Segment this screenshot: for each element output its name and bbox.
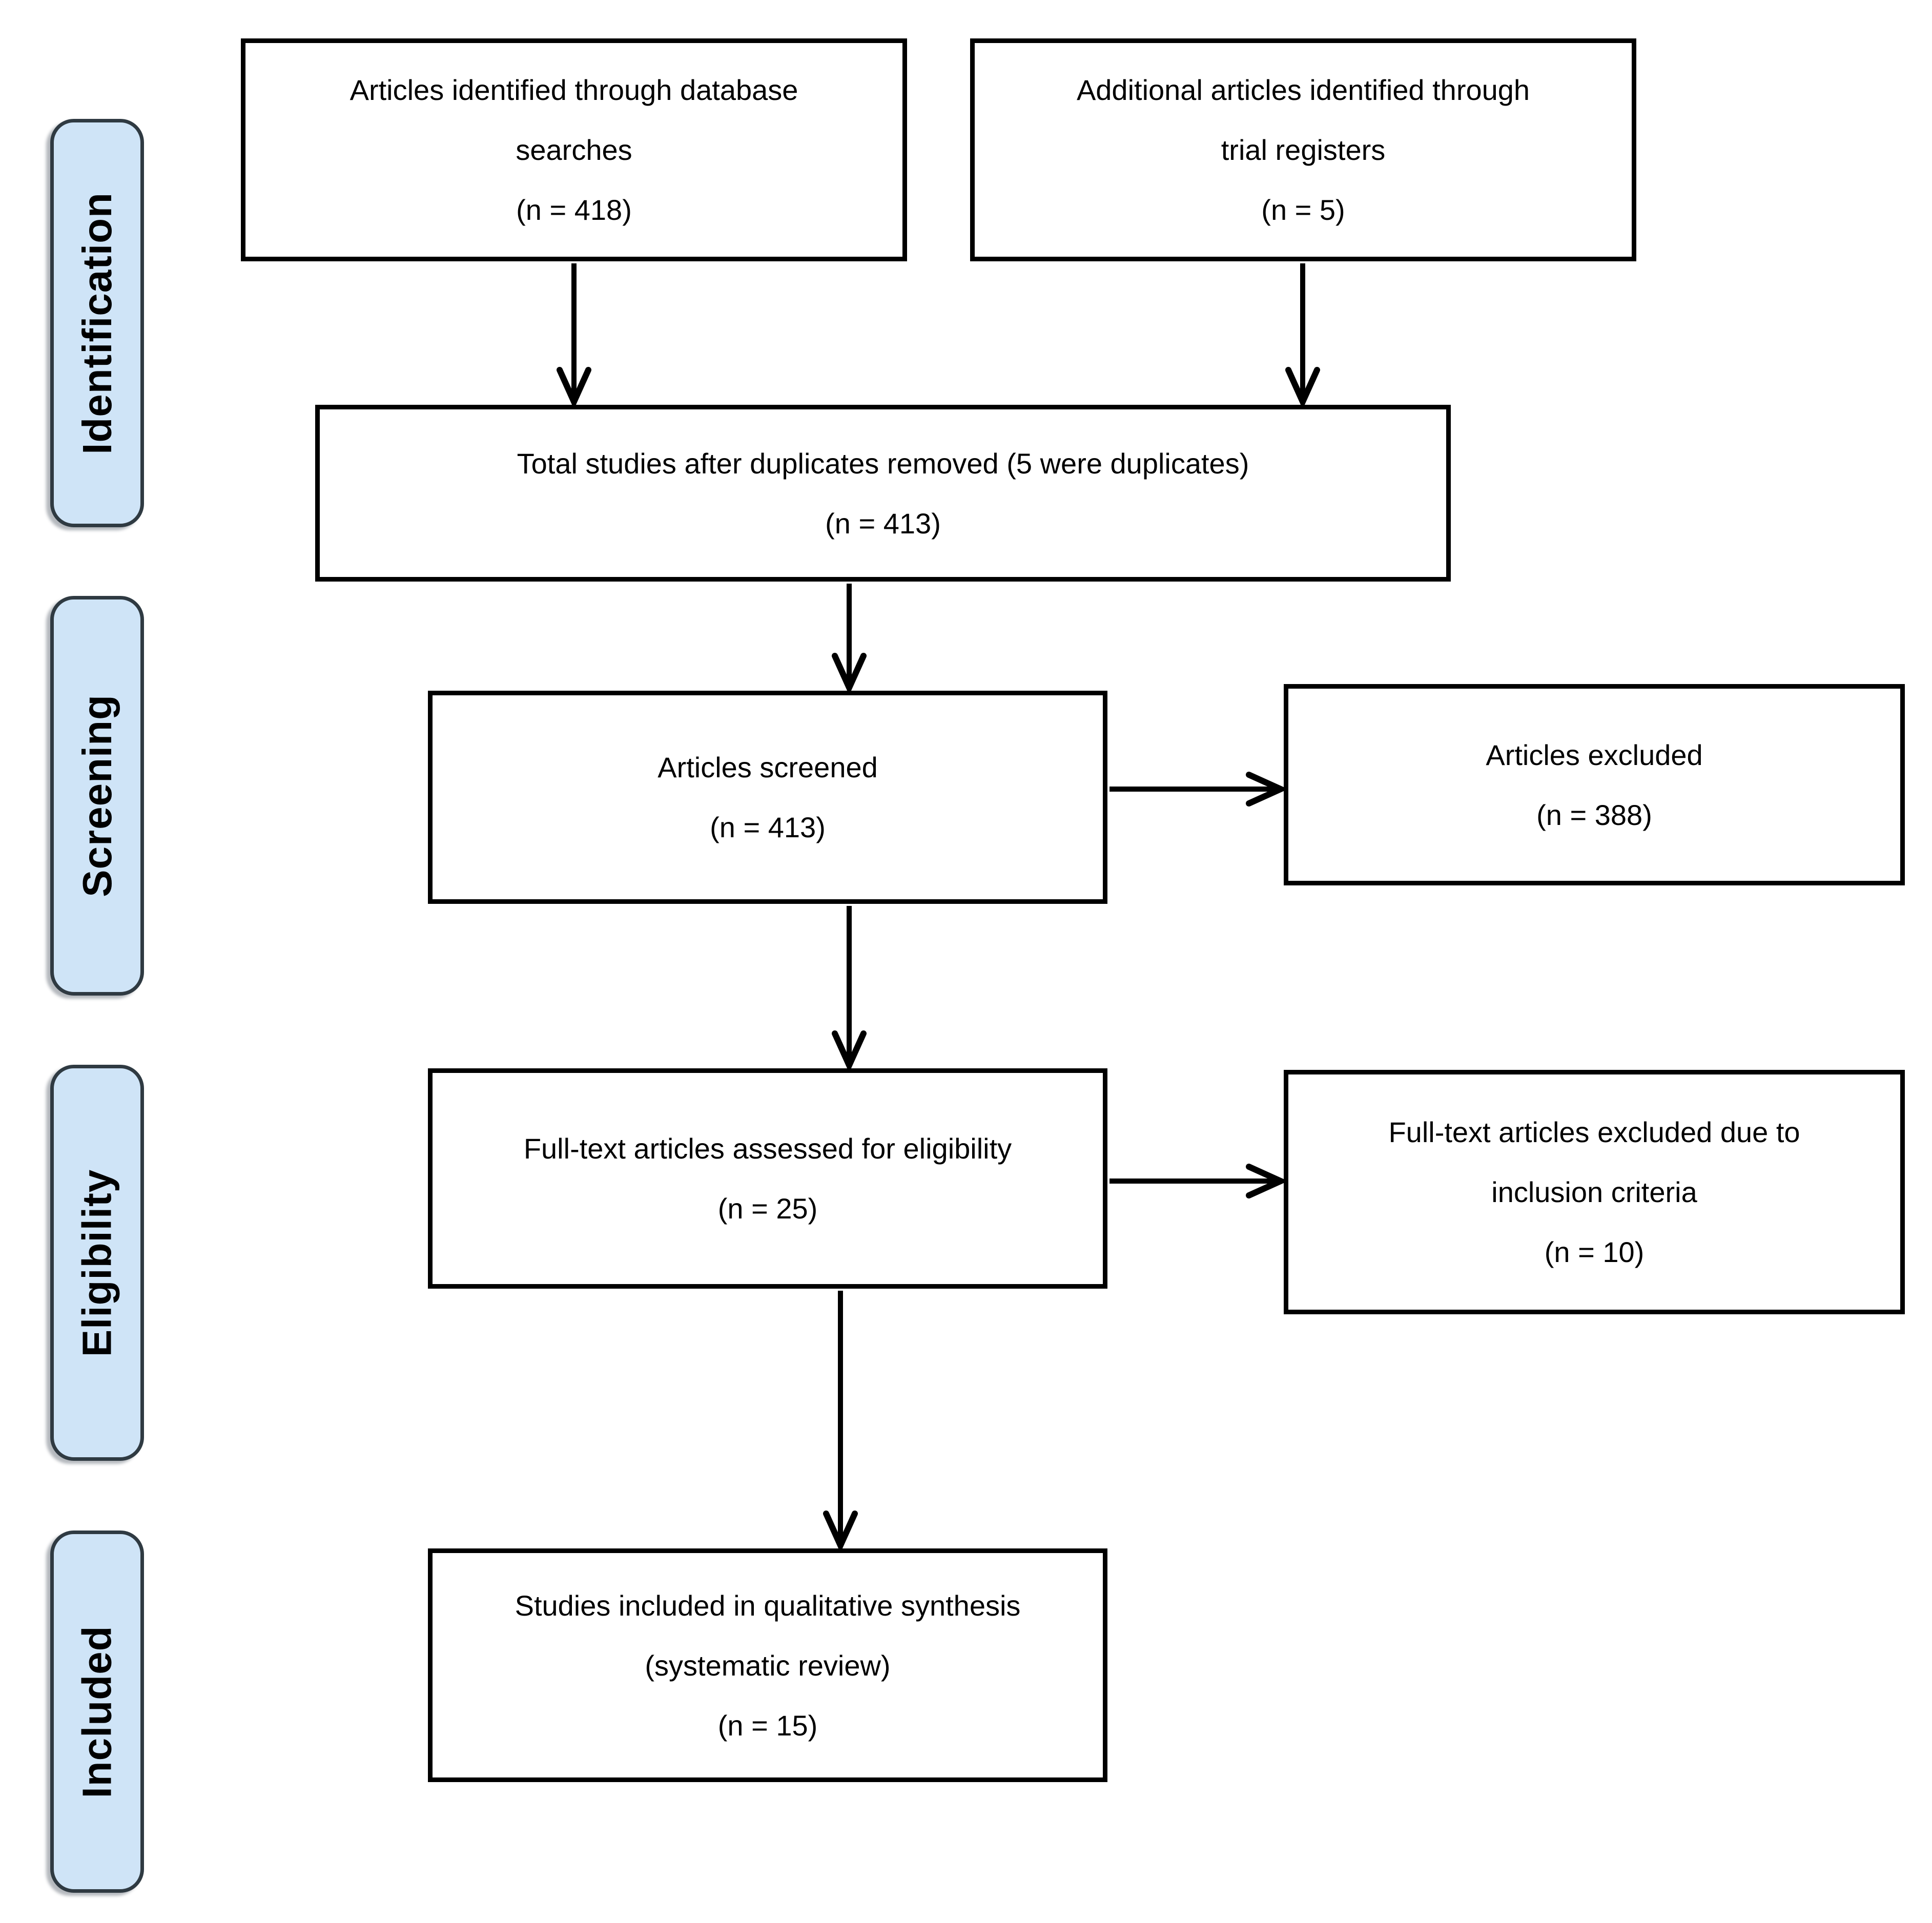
box-articles-identified-database: Articles identified through database sea…: [241, 38, 907, 261]
box-count-line: (n = 388): [1536, 798, 1652, 831]
box-text-line: (systematic review): [645, 1649, 891, 1682]
box-text-line: Full-text articles excluded due to: [1388, 1116, 1800, 1148]
box-count-line: (n = 5): [1261, 194, 1345, 226]
arrow-screened-to-fulltext: [832, 906, 867, 1073]
stage-label-eligibility: Eligibility: [50, 1065, 144, 1461]
box-text-line: trial registers: [1221, 134, 1386, 166]
arrow-total-to-screened: [832, 584, 867, 695]
box-text-line: Full-text articles assessed for eligibil…: [523, 1132, 1012, 1165]
box-count-line: (n = 10): [1544, 1236, 1645, 1268]
arrow-screened-to-excluded: [1109, 772, 1288, 807]
box-text-line: Articles excluded: [1486, 738, 1703, 771]
box-text-line: Additional articles identified through: [1076, 74, 1530, 106]
box-studies-included: Studies included in qualitative synthesi…: [428, 1548, 1107, 1782]
arrow-fulltext-to-included: [823, 1291, 858, 1553]
stage-label-identification: Identification: [50, 119, 144, 527]
box-fulltext-assessed: Full-text articles assessed for eligibil…: [428, 1068, 1107, 1289]
box-text-line: Articles identified through database: [350, 74, 798, 106]
stage-label-screening: Screening: [50, 596, 144, 996]
arrow-fulltext-to-fulltext-excluded: [1109, 1164, 1288, 1198]
arrow-registers-to-total: [1285, 263, 1320, 409]
stage-label-text: Identification: [74, 192, 120, 454]
box-count-line: (n = 413): [825, 507, 941, 540]
box-fulltext-excluded: Full-text articles excluded due to inclu…: [1284, 1070, 1905, 1314]
box-text-line: Total studies after duplicates removed (…: [517, 447, 1249, 480]
box-articles-excluded: Articles excluded (n = 388): [1284, 684, 1905, 885]
box-text-line: Studies included in qualitative synthesi…: [515, 1589, 1021, 1622]
stage-label-text: Screening: [74, 694, 120, 897]
stage-label-text: Included: [74, 1625, 120, 1798]
stage-label-included: Included: [50, 1531, 144, 1893]
box-count-line: (n = 418): [516, 194, 632, 226]
box-count-line: (n = 25): [717, 1192, 818, 1225]
stage-label-text: Eligibility: [74, 1169, 120, 1357]
box-additional-articles-trial-registers: Additional articles identified through t…: [970, 38, 1636, 261]
box-count-line: (n = 413): [710, 811, 826, 843]
box-text-line: searches: [516, 134, 632, 166]
box-count-line: (n = 15): [717, 1709, 818, 1742]
box-text-line: inclusion criteria: [1491, 1176, 1697, 1208]
box-text-line: Articles screened: [657, 751, 878, 783]
box-total-after-duplicates: Total studies after duplicates removed (…: [315, 405, 1451, 582]
box-articles-screened: Articles screened (n = 413): [428, 691, 1107, 904]
arrow-database-to-total: [557, 263, 591, 409]
